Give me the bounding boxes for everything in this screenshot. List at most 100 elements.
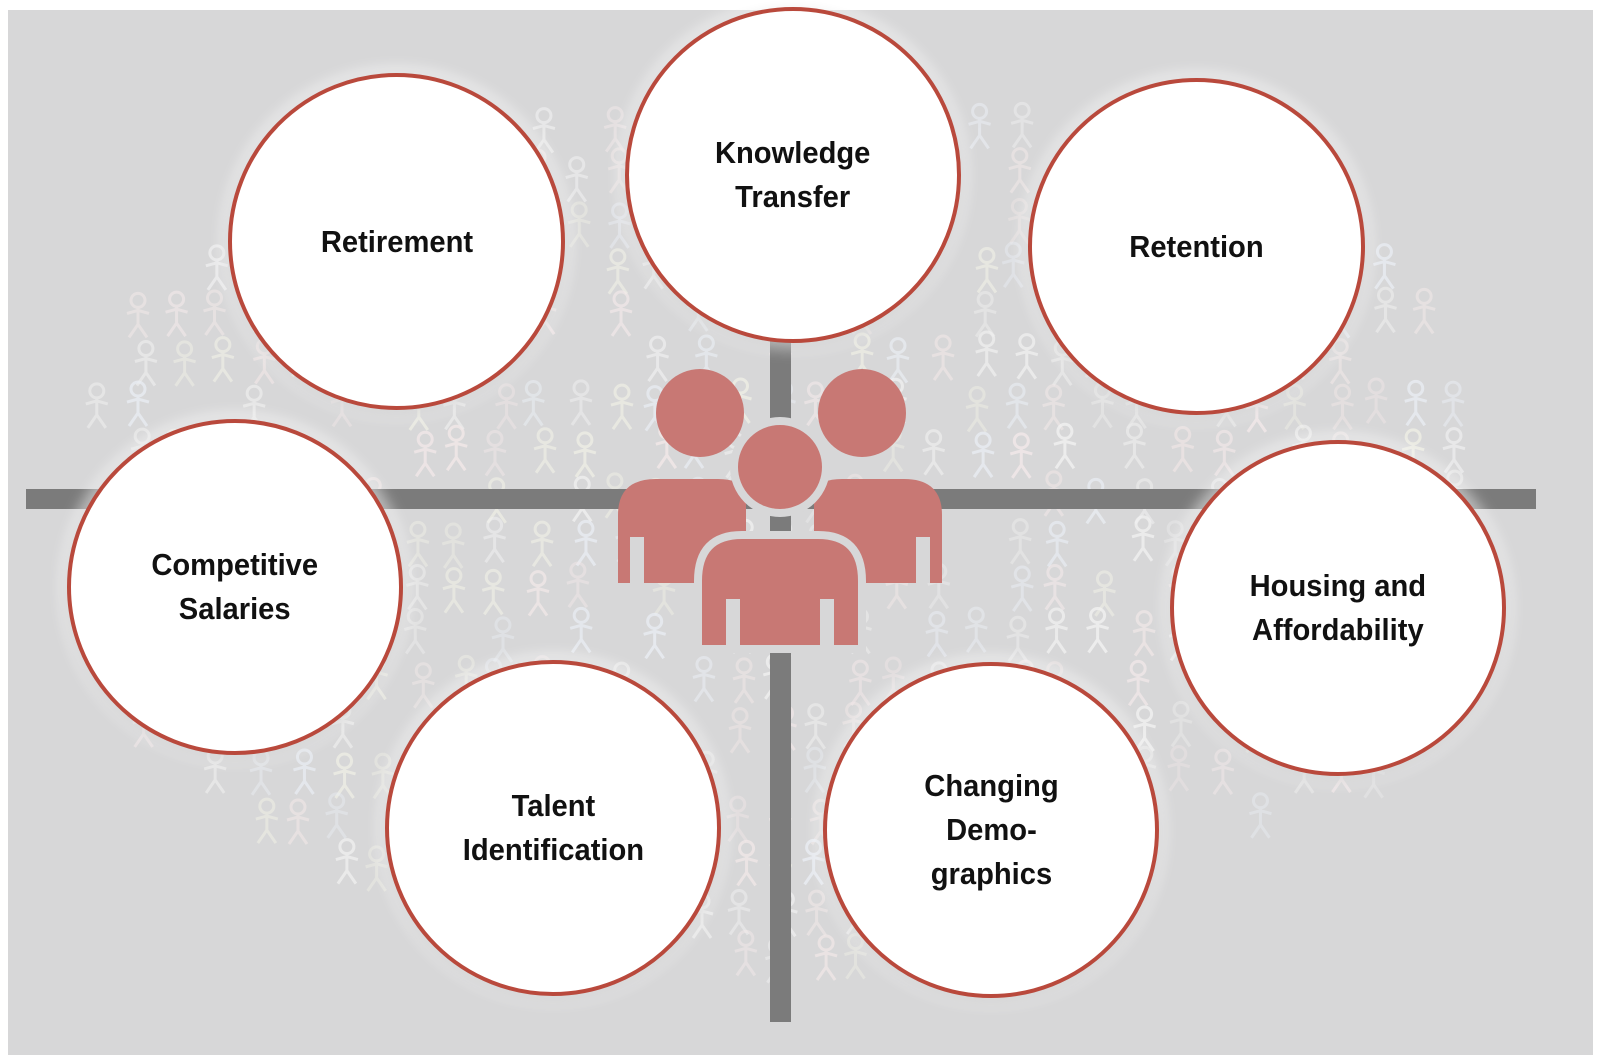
- stick-figure: [1042, 384, 1066, 431]
- stick-figure: [1167, 745, 1191, 792]
- stick-figure: [286, 798, 310, 845]
- stick-figure: [495, 383, 518, 430]
- stick-figure: [964, 606, 988, 653]
- stick-figure: [1212, 429, 1236, 477]
- stick-figure: [441, 522, 465, 569]
- stick-figure: [609, 290, 633, 337]
- stick-figure: [85, 382, 109, 429]
- stick-figure: [1006, 615, 1030, 663]
- stick-figure: [1123, 422, 1146, 470]
- stick-figure: [1045, 520, 1069, 568]
- stick-figure: [442, 567, 466, 614]
- stick-figure: [1163, 520, 1187, 567]
- stick-figure: [610, 383, 634, 430]
- stick-figure: [411, 662, 435, 709]
- stick-figure: [413, 430, 437, 478]
- stick-figure: [1401, 428, 1425, 475]
- stick-figure: [732, 657, 756, 704]
- stick-figure: [126, 291, 150, 339]
- stick-figure: [565, 156, 589, 203]
- stick-figure: [965, 386, 989, 433]
- stick-figure: [483, 430, 507, 477]
- stick-figure: [165, 290, 188, 338]
- stick-figure: [1007, 198, 1031, 245]
- stick-figure: [1211, 748, 1235, 795]
- stick-figure: [533, 427, 557, 474]
- stick-figure: [1249, 792, 1272, 839]
- stick-figure: [481, 568, 505, 616]
- stick-figure: [491, 616, 515, 663]
- bubble-housing-affordability: Housing and Affordability: [1170, 440, 1506, 776]
- stick-figure: [1364, 377, 1388, 424]
- stick-figure: [403, 607, 427, 655]
- bubble-knowledge-transfer: Knowledge Transfer: [625, 7, 961, 343]
- stick-figure: [1169, 700, 1193, 748]
- stick-figure: [1008, 518, 1032, 565]
- stick-figure: [922, 429, 946, 476]
- stick-figure: [255, 797, 279, 844]
- stick-figure: [569, 379, 593, 426]
- group-of-people-icon: [618, 369, 942, 653]
- stick-figure: [483, 516, 507, 564]
- stick-figure: [134, 339, 158, 387]
- stick-figure: [1005, 382, 1029, 430]
- stick-figure: [405, 563, 429, 611]
- stick-figure: [646, 335, 669, 382]
- stick-figure: [728, 707, 752, 754]
- stick-figure: [521, 379, 545, 427]
- stick-figure: [1283, 383, 1307, 430]
- stick-figure: [1133, 705, 1156, 752]
- stick-figure: [968, 102, 991, 150]
- stick-figure: [1374, 286, 1397, 334]
- stick-figure: [566, 561, 590, 608]
- stick-figure: [1171, 426, 1195, 473]
- stick-figure: [1001, 241, 1025, 288]
- stick-figure: [530, 520, 554, 568]
- bubble-label: Retirement: [320, 223, 473, 259]
- stick-figure: [173, 340, 196, 387]
- stick-figure: [643, 612, 667, 660]
- bubble-label: Competitive Salaries: [151, 547, 319, 626]
- stick-figure: [814, 934, 838, 981]
- stick-figure: [1015, 333, 1039, 380]
- stick-figure: [803, 746, 827, 794]
- bubble-label: Changing Demo- graphics: [923, 768, 1059, 891]
- stick-figure: [727, 888, 751, 936]
- stick-figure: [886, 337, 910, 384]
- stick-figure: [1404, 379, 1428, 427]
- stick-figure: [1093, 570, 1116, 617]
- stick-figure: [325, 792, 349, 839]
- stick-figure: [692, 655, 716, 703]
- stick-figure: [1331, 383, 1354, 431]
- stick-figure: [293, 748, 316, 795]
- stick-figure: [406, 520, 430, 568]
- stick-figure: [802, 838, 826, 886]
- stick-figure: [211, 336, 235, 383]
- stick-figure: [734, 929, 758, 977]
- stick-figure: [573, 431, 597, 478]
- stick-figure: [365, 845, 389, 892]
- stick-figure: [608, 202, 631, 249]
- stick-figure: [567, 201, 591, 248]
- stick-figure: [1010, 565, 1034, 612]
- stick-figure: [1131, 515, 1155, 562]
- bubble-retention: Retention: [1028, 78, 1365, 415]
- stick-figure: [574, 519, 598, 567]
- bubble-label: Retention: [1129, 228, 1264, 264]
- stick-figure: [925, 610, 949, 658]
- bubble-competitive-salaries: Competitive Salaries: [67, 419, 403, 755]
- stick-figure: [1010, 101, 1034, 149]
- stick-figure: [1132, 610, 1156, 657]
- stick-figure: [844, 933, 867, 980]
- stick-figure: [804, 703, 828, 750]
- stick-figure: [931, 334, 955, 381]
- stick-figure: [848, 659, 872, 707]
- stick-figure: [726, 795, 750, 843]
- stick-figure: [1441, 380, 1465, 428]
- stick-figure: [975, 330, 999, 377]
- stick-figure: [735, 839, 758, 887]
- stick-figure: [606, 248, 630, 295]
- stick-figure: [1373, 243, 1396, 290]
- stick-figure: [203, 289, 226, 336]
